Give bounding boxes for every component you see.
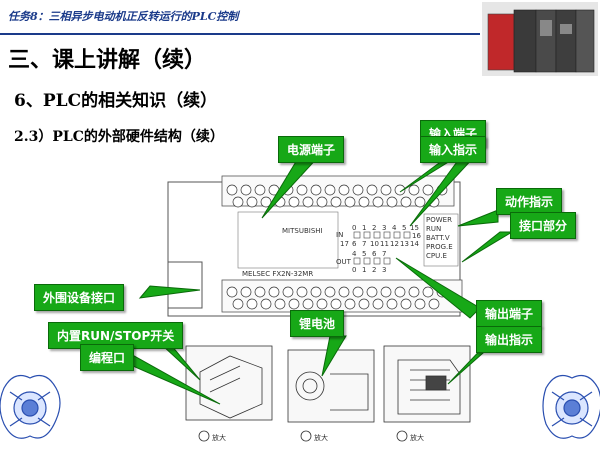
plc-body — [167, 175, 463, 317]
status-batt-v: BATT.V — [426, 234, 450, 242]
input-number-1: 1 — [362, 224, 366, 232]
plc-product-photo — [482, 2, 598, 76]
zoom-label-1: 放大 — [212, 433, 226, 442]
subsection-title: 6、PLC的相关知识（续） — [14, 91, 218, 111]
output-number-6: 6 — [372, 250, 377, 258]
callout-peripheral-interface: 外围设备接口 — [34, 284, 125, 311]
status-power: POWER — [426, 216, 452, 224]
input-number-12: 12 — [390, 240, 399, 248]
output-number-4: 4 — [352, 250, 357, 258]
output-number-2: 2 — [372, 266, 376, 274]
callout-programming-port: 编程口 — [80, 344, 135, 371]
callout-pointers — [109, 139, 514, 405]
input-number-2: 2 — [372, 224, 376, 232]
input-number-6: 6 — [352, 240, 357, 248]
callout-lithium-battery: 锂电池 — [290, 310, 345, 337]
device-brand: MITSUBISHI — [282, 227, 323, 235]
device-out-label: OUT — [336, 258, 352, 266]
zoom-label-3: 放大 — [410, 433, 424, 442]
input-number-3: 3 — [382, 224, 386, 232]
device-model: MELSEC FX2N-32MR — [242, 270, 313, 278]
input-number-16: 16 — [412, 232, 421, 240]
detail-battery — [287, 349, 375, 442]
detail-programming-port — [185, 345, 273, 442]
status-run: RUN — [426, 225, 441, 233]
callout-output-indicator: 输出指示 — [476, 326, 543, 353]
callout-interface-part: 接口部分 — [510, 212, 577, 239]
input-number-14: 14 — [410, 240, 419, 248]
input-number-15: 15 — [410, 224, 419, 232]
device-in-label: IN — [336, 231, 343, 239]
input-number-11: 11 — [380, 240, 389, 248]
output-number-0: 0 — [352, 266, 356, 274]
input-number-7: 7 — [362, 240, 366, 248]
input-number-13: 13 — [400, 240, 409, 248]
output-number-7: 7 — [382, 250, 386, 258]
status-prog-e: PROG.E — [426, 243, 453, 251]
callout-power-terminal: 电源端子 — [278, 136, 345, 163]
task-title: 任务8：三相异步电动机正反转运行的PLC控制 — [8, 10, 239, 23]
output-number-5: 5 — [362, 250, 366, 258]
corner-ornament-left — [0, 375, 61, 439]
corner-ornament-right — [542, 375, 600, 439]
input-number-5: 5 — [402, 224, 406, 232]
output-number-3: 3 — [382, 266, 386, 274]
detail-output-connector — [383, 345, 471, 442]
section-title: 三、课上讲解（续） — [8, 48, 207, 73]
input-number-4: 4 — [392, 224, 397, 232]
callout-output-terminal: 输出端子 — [476, 300, 543, 327]
status-cpu-e: CPU.E — [426, 252, 447, 260]
input-number-17: 17 — [340, 240, 349, 248]
zoom-label-2: 放大 — [314, 433, 328, 442]
callout-input-indicator: 输入指示 — [420, 136, 487, 163]
topic-title: 2.3）PLC的外部硬件结构（续） — [14, 129, 224, 145]
input-number-10: 10 — [370, 240, 379, 248]
output-number-1: 1 — [362, 266, 366, 274]
input-number-0: 0 — [352, 224, 356, 232]
callout-action-indicator: 动作指示 — [496, 188, 563, 215]
